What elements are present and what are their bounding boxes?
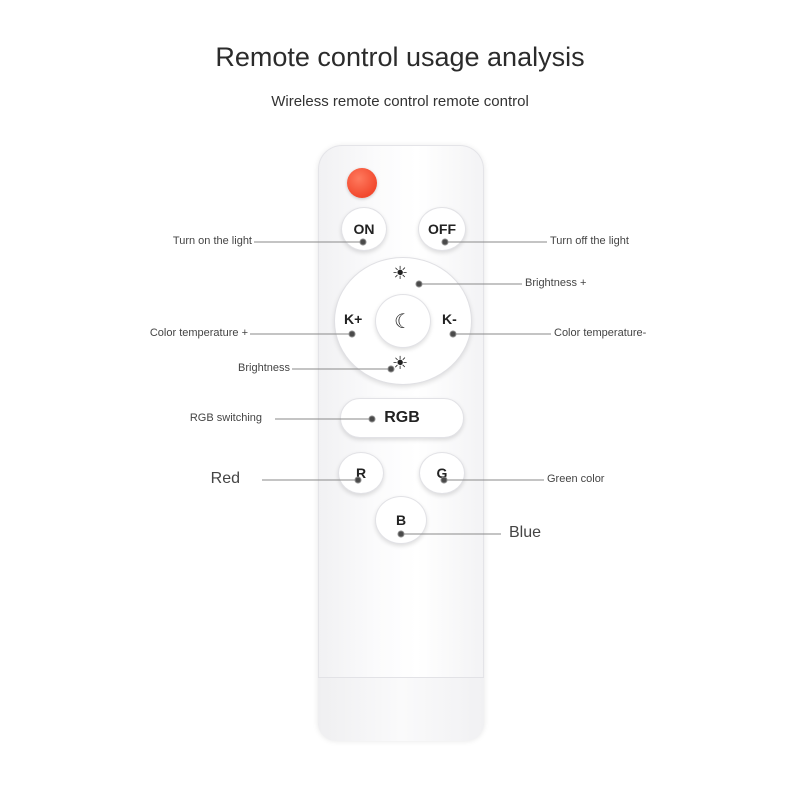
- power-button[interactable]: [347, 168, 377, 198]
- label-rgb-switching: RGB switching: [189, 412, 262, 424]
- night-mode-button[interactable]: ☾: [375, 294, 431, 348]
- red-button[interactable]: R: [338, 452, 384, 494]
- page-title: Remote control usage analysis: [215, 42, 585, 72]
- label-brightness-down: Brightness: [238, 362, 290, 374]
- leader-dot-color-temp-up: [348, 330, 356, 338]
- rgb-button[interactable]: RGB: [340, 398, 464, 438]
- label-turn-on: Turn on the light: [172, 235, 252, 247]
- label-brightness-up: Brightness +: [525, 277, 587, 289]
- leader-dot-turn-on: [359, 238, 367, 246]
- page-subtitle: Wireless remote control remote control: [271, 93, 529, 110]
- leader-dot-green: [440, 476, 448, 484]
- moon-icon: ☾: [394, 310, 412, 333]
- sun-icon: ☀: [392, 353, 409, 373]
- leader-dot-brightness-up: [415, 280, 423, 288]
- color-temperature-up-button[interactable]: K+: [344, 311, 363, 327]
- leader-dot-turn-off: [441, 238, 449, 246]
- label-red: Red: [210, 470, 240, 487]
- label-green: Green color: [547, 473, 605, 485]
- leader-dot-blue: [397, 530, 405, 538]
- label-color-temp-up: Color temperature +: [149, 327, 248, 339]
- leader-dot-rgb: [368, 415, 376, 423]
- battery-cover: [318, 677, 484, 741]
- leader-dot-red: [354, 476, 362, 484]
- label-turn-off: Turn off the light: [550, 235, 629, 247]
- label-blue: Blue: [509, 524, 542, 541]
- brightness-down-button[interactable]: ☀: [392, 353, 408, 374]
- brightness-up-button[interactable]: ☀: [392, 263, 408, 284]
- label-color-temp-down: Color temperature-: [554, 327, 647, 339]
- green-button[interactable]: G: [419, 452, 465, 494]
- color-temperature-down-button[interactable]: K-: [442, 311, 457, 327]
- leader-dot-color-temp-down: [449, 330, 457, 338]
- leader-dot-brightness-down: [387, 365, 395, 373]
- sun-icon: ☀: [392, 263, 409, 283]
